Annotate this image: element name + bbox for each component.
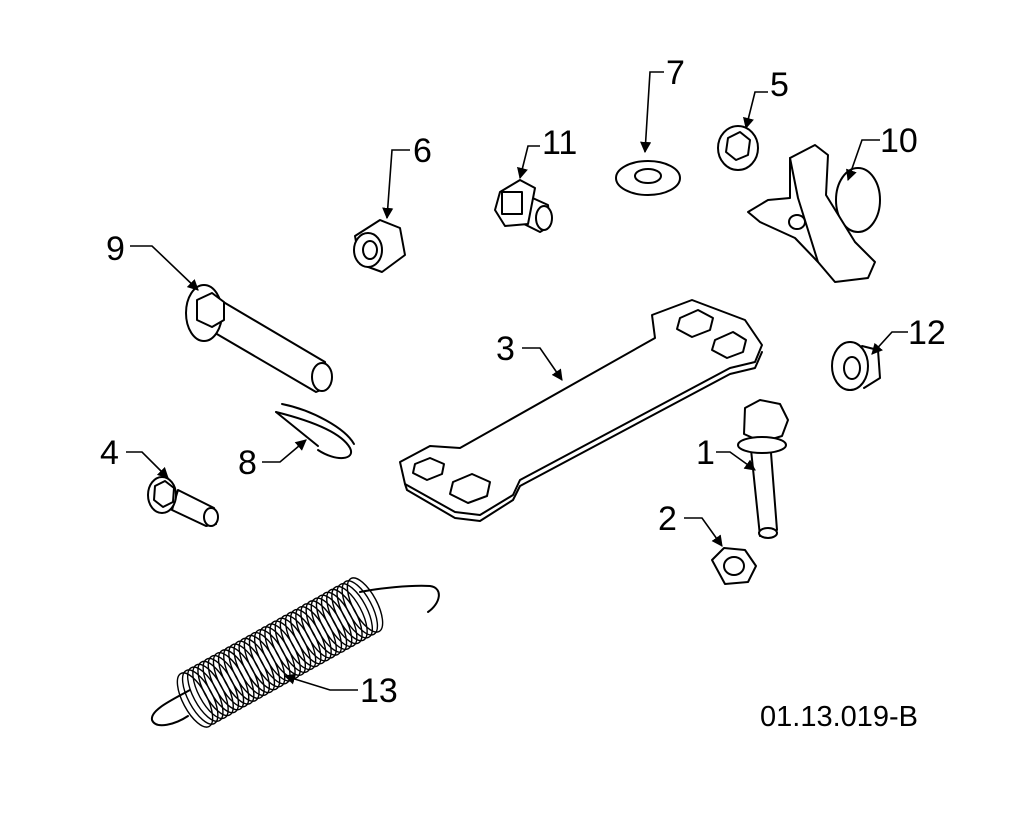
part-10-knob [747, 144, 881, 283]
part-9-bolt [185, 284, 333, 393]
callout-7: 7 [666, 54, 685, 92]
spring-coil [331, 585, 368, 642]
part-12-flange-nut [831, 341, 881, 391]
part-3-wrench-plate [399, 299, 763, 522]
part-5-flange-nut [717, 125, 759, 171]
part-4-shoulder-bolt [147, 476, 219, 527]
callout-6: 6 [413, 132, 432, 170]
spring-coil [336, 583, 374, 639]
spring-coil [346, 577, 384, 633]
part-8-hairpin-clip [275, 403, 355, 459]
callout-8: 8 [238, 444, 257, 482]
callout-2: 2 [658, 500, 677, 538]
callout-5: 5 [770, 66, 789, 104]
callout-labels: 1 2 3 4 5 6 7 8 9 10 11 12 13 [100, 54, 946, 710]
callout-11: 11 [542, 124, 577, 162]
part-7-flat-washer [615, 160, 681, 196]
part-11-carriage-bolt [494, 179, 553, 233]
drawing-code: 01.13.019-B [760, 701, 918, 733]
callout-12: 12 [908, 314, 946, 352]
part-6-lock-nut [353, 219, 406, 273]
callout-10: 10 [880, 122, 918, 160]
callout-13: 13 [360, 672, 398, 710]
leader-lines [126, 71, 908, 691]
part-1-hex-bolt [737, 399, 789, 539]
spring-coil [341, 580, 379, 636]
callout-1: 1 [696, 434, 715, 472]
callout-4: 4 [100, 434, 119, 472]
part-2-lock-nut [711, 547, 757, 585]
callout-9: 9 [106, 230, 125, 268]
callout-3: 3 [496, 330, 515, 368]
